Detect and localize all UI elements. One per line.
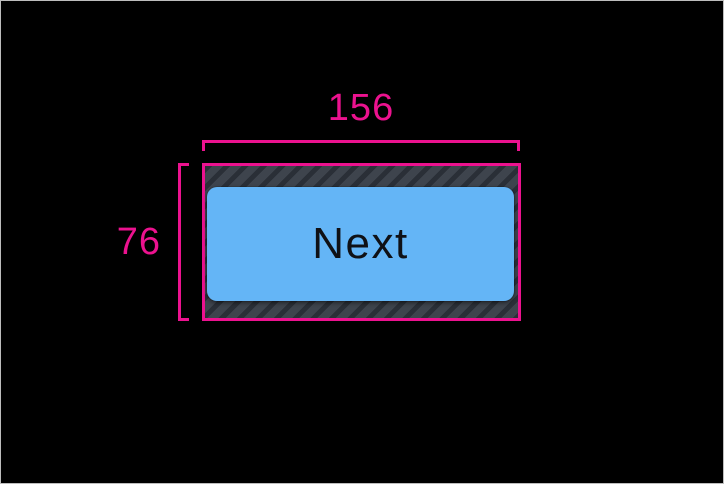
width-measurement-bracket xyxy=(202,140,520,151)
next-button[interactable]: Next xyxy=(207,187,514,301)
height-dimension-label: 76 xyxy=(116,221,161,263)
widget-selection-highlight: Next xyxy=(202,163,521,321)
height-measurement-bracket xyxy=(178,163,189,321)
width-dimension-label: 156 xyxy=(327,87,395,129)
